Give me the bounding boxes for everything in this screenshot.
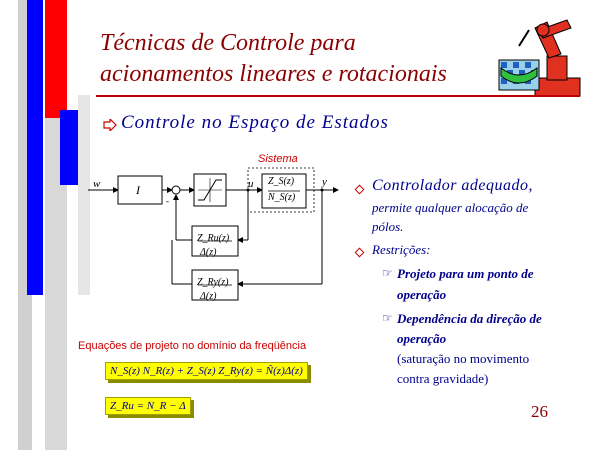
arrow-bullet-icon	[103, 119, 117, 131]
feedback-u-denominator: Δ(z)	[200, 247, 217, 258]
title-divider	[96, 95, 580, 97]
diamond-bullet-icon	[354, 247, 365, 258]
slide-title: Técnicas de Controle para acionamentos l…	[100, 28, 520, 90]
equations-label: Equações de projeto no domínio da freqüê…	[78, 340, 307, 352]
section-subtitle: Controle no Espaço de Estados	[121, 112, 389, 133]
summing-junction	[171, 185, 181, 195]
plant-denominator: N_S(z)	[268, 192, 296, 203]
robot-icon	[498, 19, 581, 97]
hand-bullet-icon: ☞	[382, 266, 393, 280]
point-restrictions: Restrições:	[372, 242, 431, 257]
system-label: Sistema	[258, 153, 298, 165]
title-line-2: acionamentos lineares e rotacionais	[100, 61, 447, 87]
title-line-1: Técnicas de Controle para	[100, 30, 356, 56]
feedback-y-denominator: Δ(z)	[200, 291, 217, 302]
robot-illustration	[498, 19, 581, 97]
signal-u-label: u	[248, 178, 254, 190]
integrator-label: I	[136, 183, 140, 197]
diamond-bullet-icon	[354, 184, 365, 195]
decor-bar-gray-mid	[45, 118, 67, 450]
restriction-1-line-2: operação	[397, 287, 447, 302]
output-y-label: y	[322, 176, 327, 188]
restriction-2-note-2: contra gravidade)	[397, 371, 489, 386]
plant-numerator: Z_S(z)	[268, 176, 295, 187]
restriction-2-line-1: Dependência da direção de	[397, 311, 542, 326]
equation-1: N_S(z) N_R(z) + Z_S(z) Z_Ry(z) = Ñ(z)Δ(z…	[105, 362, 308, 380]
feedback-u-numerator: Z_Ru(z)	[197, 233, 230, 244]
decor-bar-blue	[27, 0, 43, 295]
block-diagram: -	[88, 167, 339, 301]
decor-bar-blue-2	[60, 110, 78, 185]
hand-bullet-icon: ☞	[382, 311, 393, 325]
point-controller-detail-1: permite qualquer alocação de	[372, 200, 529, 215]
feedback-y-numerator: Z_Ry(z)	[197, 277, 229, 288]
decor-bar-red	[45, 0, 67, 118]
page-number: 26	[531, 402, 548, 421]
svg-text:-: -	[166, 196, 169, 206]
point-controller-detail-2: pólos.	[372, 219, 404, 234]
decor-bar-gray-2	[78, 95, 90, 295]
restriction-2-line-2: operação	[397, 331, 447, 346]
point-controller: Controlador adequado,	[372, 177, 534, 194]
integrator-block	[117, 175, 163, 205]
restriction-1-line-1: Projeto para um ponto de	[397, 266, 534, 281]
equation-2: Z_Ru = N_R − Δ	[105, 397, 191, 415]
input-w-label: w	[93, 178, 101, 190]
restriction-2-note-1: (saturação no movimento	[397, 351, 530, 366]
